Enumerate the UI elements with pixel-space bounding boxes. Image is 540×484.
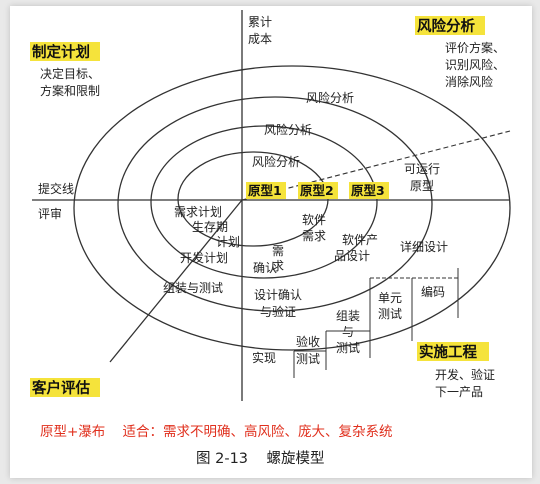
planning-title-highlight — [30, 42, 100, 61]
cumulative-cost-label-1: 累计 — [248, 15, 272, 29]
risk-analysis-middle: 风险分析 — [264, 122, 312, 137]
requirements-label-1: 需 — [272, 244, 284, 258]
software-requirements-label-2: 需求 — [302, 229, 326, 243]
engineering-line-1: 开发、验证 — [435, 367, 495, 382]
implementation-label: 实现 — [252, 350, 276, 365]
risk-line-1: 评价方案、 — [445, 40, 505, 55]
prototype-2-label: 原型2 — [300, 183, 334, 198]
requirements-plan-label: 需求计划 — [174, 205, 222, 219]
evaluation-title-highlight — [30, 378, 100, 397]
review-label: 评审 — [38, 206, 62, 221]
risk-analysis-inner: 风险分析 — [252, 154, 300, 169]
commit-line-label: 提交线 — [38, 181, 74, 196]
unit-test-label-2: 测试 — [378, 306, 402, 321]
integ-test-label-1: 组装 — [336, 309, 360, 323]
unit-test-label-1: 单元 — [378, 291, 402, 305]
planning-line-1: 决定目标、 — [40, 66, 100, 81]
prototype-2-highlight — [298, 182, 338, 199]
spiral-diagram: 制定计划 决定目标、 方案和限制 风险分析 评价方案、 识别风险、 消除风险 实… — [30, 10, 511, 467]
software-requirements-label-1: 软件 — [302, 213, 326, 227]
integ-test-label-3: 测试 — [336, 340, 360, 355]
prototype-1-label: 原型1 — [248, 183, 282, 198]
integration-test-plan-label: 组装与测试 — [163, 280, 223, 295]
prototype-3-label: 原型3 — [351, 183, 385, 198]
operational-prototype-label-2: 原型 — [410, 179, 434, 193]
engineering-title-highlight — [417, 342, 489, 361]
spiral-loop-outer — [73, 65, 511, 351]
development-plan-label: 开发计划 — [180, 250, 228, 265]
engineering-title: 实施工程 — [419, 343, 477, 361]
lifecycle-plan-label: 计划 — [216, 235, 240, 249]
risk-analysis-outer: 风险分析 — [306, 90, 354, 105]
integ-test-label-2: 与 — [342, 325, 354, 339]
requirements-label-2: 求 — [272, 259, 284, 273]
figure-caption: 图 2-13 螺旋模型 — [196, 450, 324, 467]
radial-line-lower-left — [109, 199, 243, 363]
requirements-confirm-label: 确认 — [253, 261, 277, 275]
evaluation-title: 客户评估 — [31, 379, 90, 397]
engineering-line-2: 下一产品 — [435, 385, 483, 399]
risk-title: 风险分析 — [417, 17, 475, 35]
cumulative-cost-label-2: 成本 — [248, 32, 272, 46]
planning-line-2: 方案和限制 — [40, 83, 100, 98]
risk-title-highlight — [415, 16, 485, 35]
spiral-model-figure: 制定计划 决定目标、 方案和限制 风险分析 评价方案、 识别风险、 消除风险 实… — [10, 6, 532, 478]
design-verify-label-2: 与验证 — [260, 304, 296, 319]
prototype-1-highlight — [246, 182, 286, 199]
planning-title: 制定计划 — [32, 43, 90, 61]
lifecycle-label: 生存期 — [192, 220, 228, 234]
spiral-loop-third — [117, 96, 433, 312]
operational-prototype-label-1: 可运行 — [404, 162, 440, 176]
design-verify-label-1: 设计确认 — [254, 288, 302, 302]
coding-label: 编码 — [421, 284, 445, 299]
annotation-note: 原型+瀑布 适合：需求不明确、高风险、庞大、复杂系统 — [40, 423, 392, 440]
acceptance-test-label-2: 测试 — [296, 351, 320, 366]
risk-line-3: 消除风险 — [445, 74, 493, 89]
detailed-design-label: 详细设计 — [400, 239, 448, 254]
prototype-3-highlight — [349, 182, 389, 199]
product-design-label-1: 软件产 — [342, 233, 378, 247]
risk-line-2: 识别风险、 — [445, 57, 505, 72]
radial-line-upper-right — [241, 130, 511, 201]
product-design-label-2: 品设计 — [334, 249, 370, 263]
spiral-loop-second — [150, 125, 378, 279]
acceptance-test-label-1: 验收 — [296, 334, 320, 349]
